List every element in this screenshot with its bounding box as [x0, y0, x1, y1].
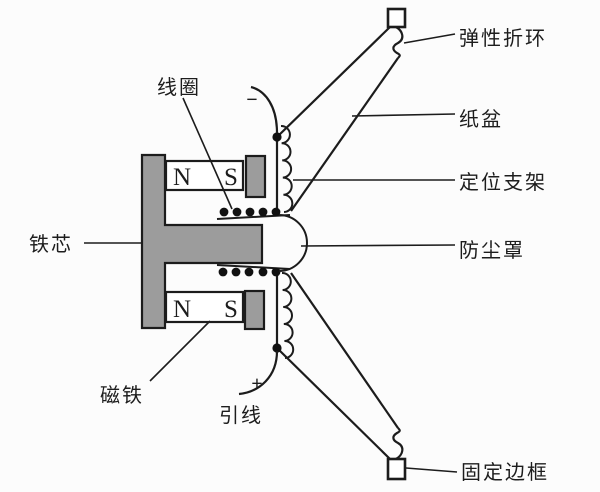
- label-fixed-frame: 固定边框: [461, 461, 549, 484]
- frame-corner-top: [386, 7, 407, 29]
- magnet-top-pole-n: N: [173, 164, 191, 191]
- magnet-top-pole-s: S: [224, 164, 238, 191]
- pole-plate-bottom: [243, 289, 266, 331]
- voice-coil-dots-bottom: [218, 267, 282, 353]
- leader-fixed-frame: [405, 467, 458, 473]
- coil-dot: [258, 207, 268, 217]
- leader-dust-cap: [300, 244, 456, 247]
- coil-dot: [272, 132, 282, 142]
- label-dust-cap: 防尘罩: [459, 239, 525, 262]
- pole-plate-top: [244, 154, 267, 199]
- coil-dot: [218, 267, 228, 277]
- label-positioning-bracket: 定位支架: [459, 171, 547, 194]
- cone-inner-bottom: [290, 272, 399, 429]
- spider-bottom: [281, 271, 295, 359]
- spider-top: [280, 124, 294, 213]
- magnet-bottom-pole-s: S: [224, 296, 238, 323]
- surround-top: [392, 26, 404, 59]
- coil-dot: [272, 343, 282, 353]
- magnet-bottom-pole-n: N: [173, 296, 191, 323]
- label-iron-core: 铁芯: [29, 233, 73, 256]
- magnet-bottom: [164, 290, 245, 324]
- leader-elastic-surround: [403, 33, 456, 44]
- label-elastic-surround: 弹性折环: [459, 27, 547, 50]
- coil-dot: [232, 207, 242, 217]
- polarity-minus: −: [246, 89, 257, 111]
- coil-dot: [245, 207, 255, 217]
- lead-wire-minus: [250, 85, 279, 134]
- coil-dot: [231, 267, 241, 277]
- coil-dot: [258, 267, 268, 277]
- coil-dot: [219, 207, 229, 217]
- label-magnet: 磁铁: [100, 384, 144, 407]
- label-lead-wire: 引线: [219, 404, 263, 427]
- frame-corner-bottom: [386, 457, 407, 481]
- leader-magnet: [149, 320, 211, 382]
- label-coil: 线圈: [157, 76, 201, 99]
- cone-outer-bottom: [276, 347, 391, 460]
- voice-coil-dots-top: [219, 132, 282, 217]
- lead-wire-plus: [238, 350, 279, 396]
- dust-cap-shape: [278, 214, 308, 272]
- coil-dot: [271, 267, 281, 277]
- cone-outer-top: [276, 26, 391, 138]
- cone-inner-top: [290, 57, 399, 212]
- leader-coil: [182, 97, 233, 210]
- coil-shelf-bottom: [216, 264, 291, 270]
- label-paper-cone: 纸盆: [459, 108, 503, 131]
- magnet-top: [164, 159, 245, 192]
- surround-bottom: [392, 427, 404, 460]
- leader-paper-cone: [351, 113, 456, 117]
- coil-dot: [244, 267, 254, 277]
- polarity-plus: +: [251, 373, 262, 395]
- coil-dot: [271, 207, 281, 217]
